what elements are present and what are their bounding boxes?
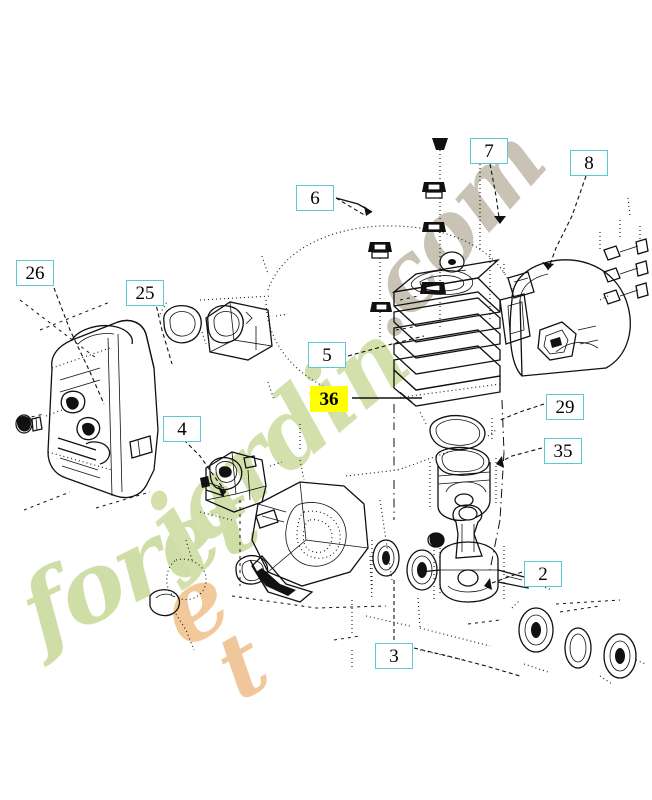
callout-label-3[interactable]: 3 [375,643,413,669]
callout-label-29[interactable]: 29 [546,394,584,420]
part-carburetor [199,451,283,521]
part-crankshaft [419,504,553,603]
callout-label-36-text: 36 [319,388,339,410]
leader-lines [53,163,587,677]
callout-label-26-text: 26 [25,262,45,284]
part-shroud-cover [503,226,649,377]
part-intake-insulator [199,295,289,361]
callout-label-25[interactable]: 25 [126,280,164,306]
part-muffler-gasket [159,299,207,345]
part-cylinder [265,225,531,407]
part-shroud-screws [599,226,649,305]
part-muffler-screw [15,409,63,434]
callout-label-2[interactable]: 2 [524,561,562,587]
part-cylinder-gasket [419,411,497,451]
callout-label-5-text: 5 [322,344,332,366]
callout-label-26[interactable]: 26 [16,260,54,286]
callout-label-6-text: 6 [310,187,320,209]
part-nuts-and-studs [368,138,491,340]
callout-label-4-text: 4 [177,418,187,440]
callout-label-6[interactable]: 6 [296,185,334,211]
callout-label-8[interactable]: 8 [570,150,608,176]
callout-label-2-text: 2 [538,563,548,585]
callout-label-36-highlighted[interactable]: 36 [310,386,348,412]
part-crankcase [231,399,505,647]
callout-label-7[interactable]: 7 [470,138,508,164]
callout-label-25-text: 25 [135,282,155,304]
callout-label-4[interactable]: 4 [163,416,201,442]
callout-label-8-text: 8 [584,152,594,174]
callout-label-5[interactable]: 5 [308,342,346,368]
callout-label-3-text: 3 [389,645,399,667]
part-bearings [371,532,647,685]
callout-label-35-text: 35 [553,440,573,462]
misc-ghost-outlines [149,197,631,673]
callout-label-7-text: 7 [484,140,494,162]
part-muffler [17,299,159,511]
callout-label-35[interactable]: 35 [544,438,582,464]
callout-label-29-text: 29 [555,396,575,418]
